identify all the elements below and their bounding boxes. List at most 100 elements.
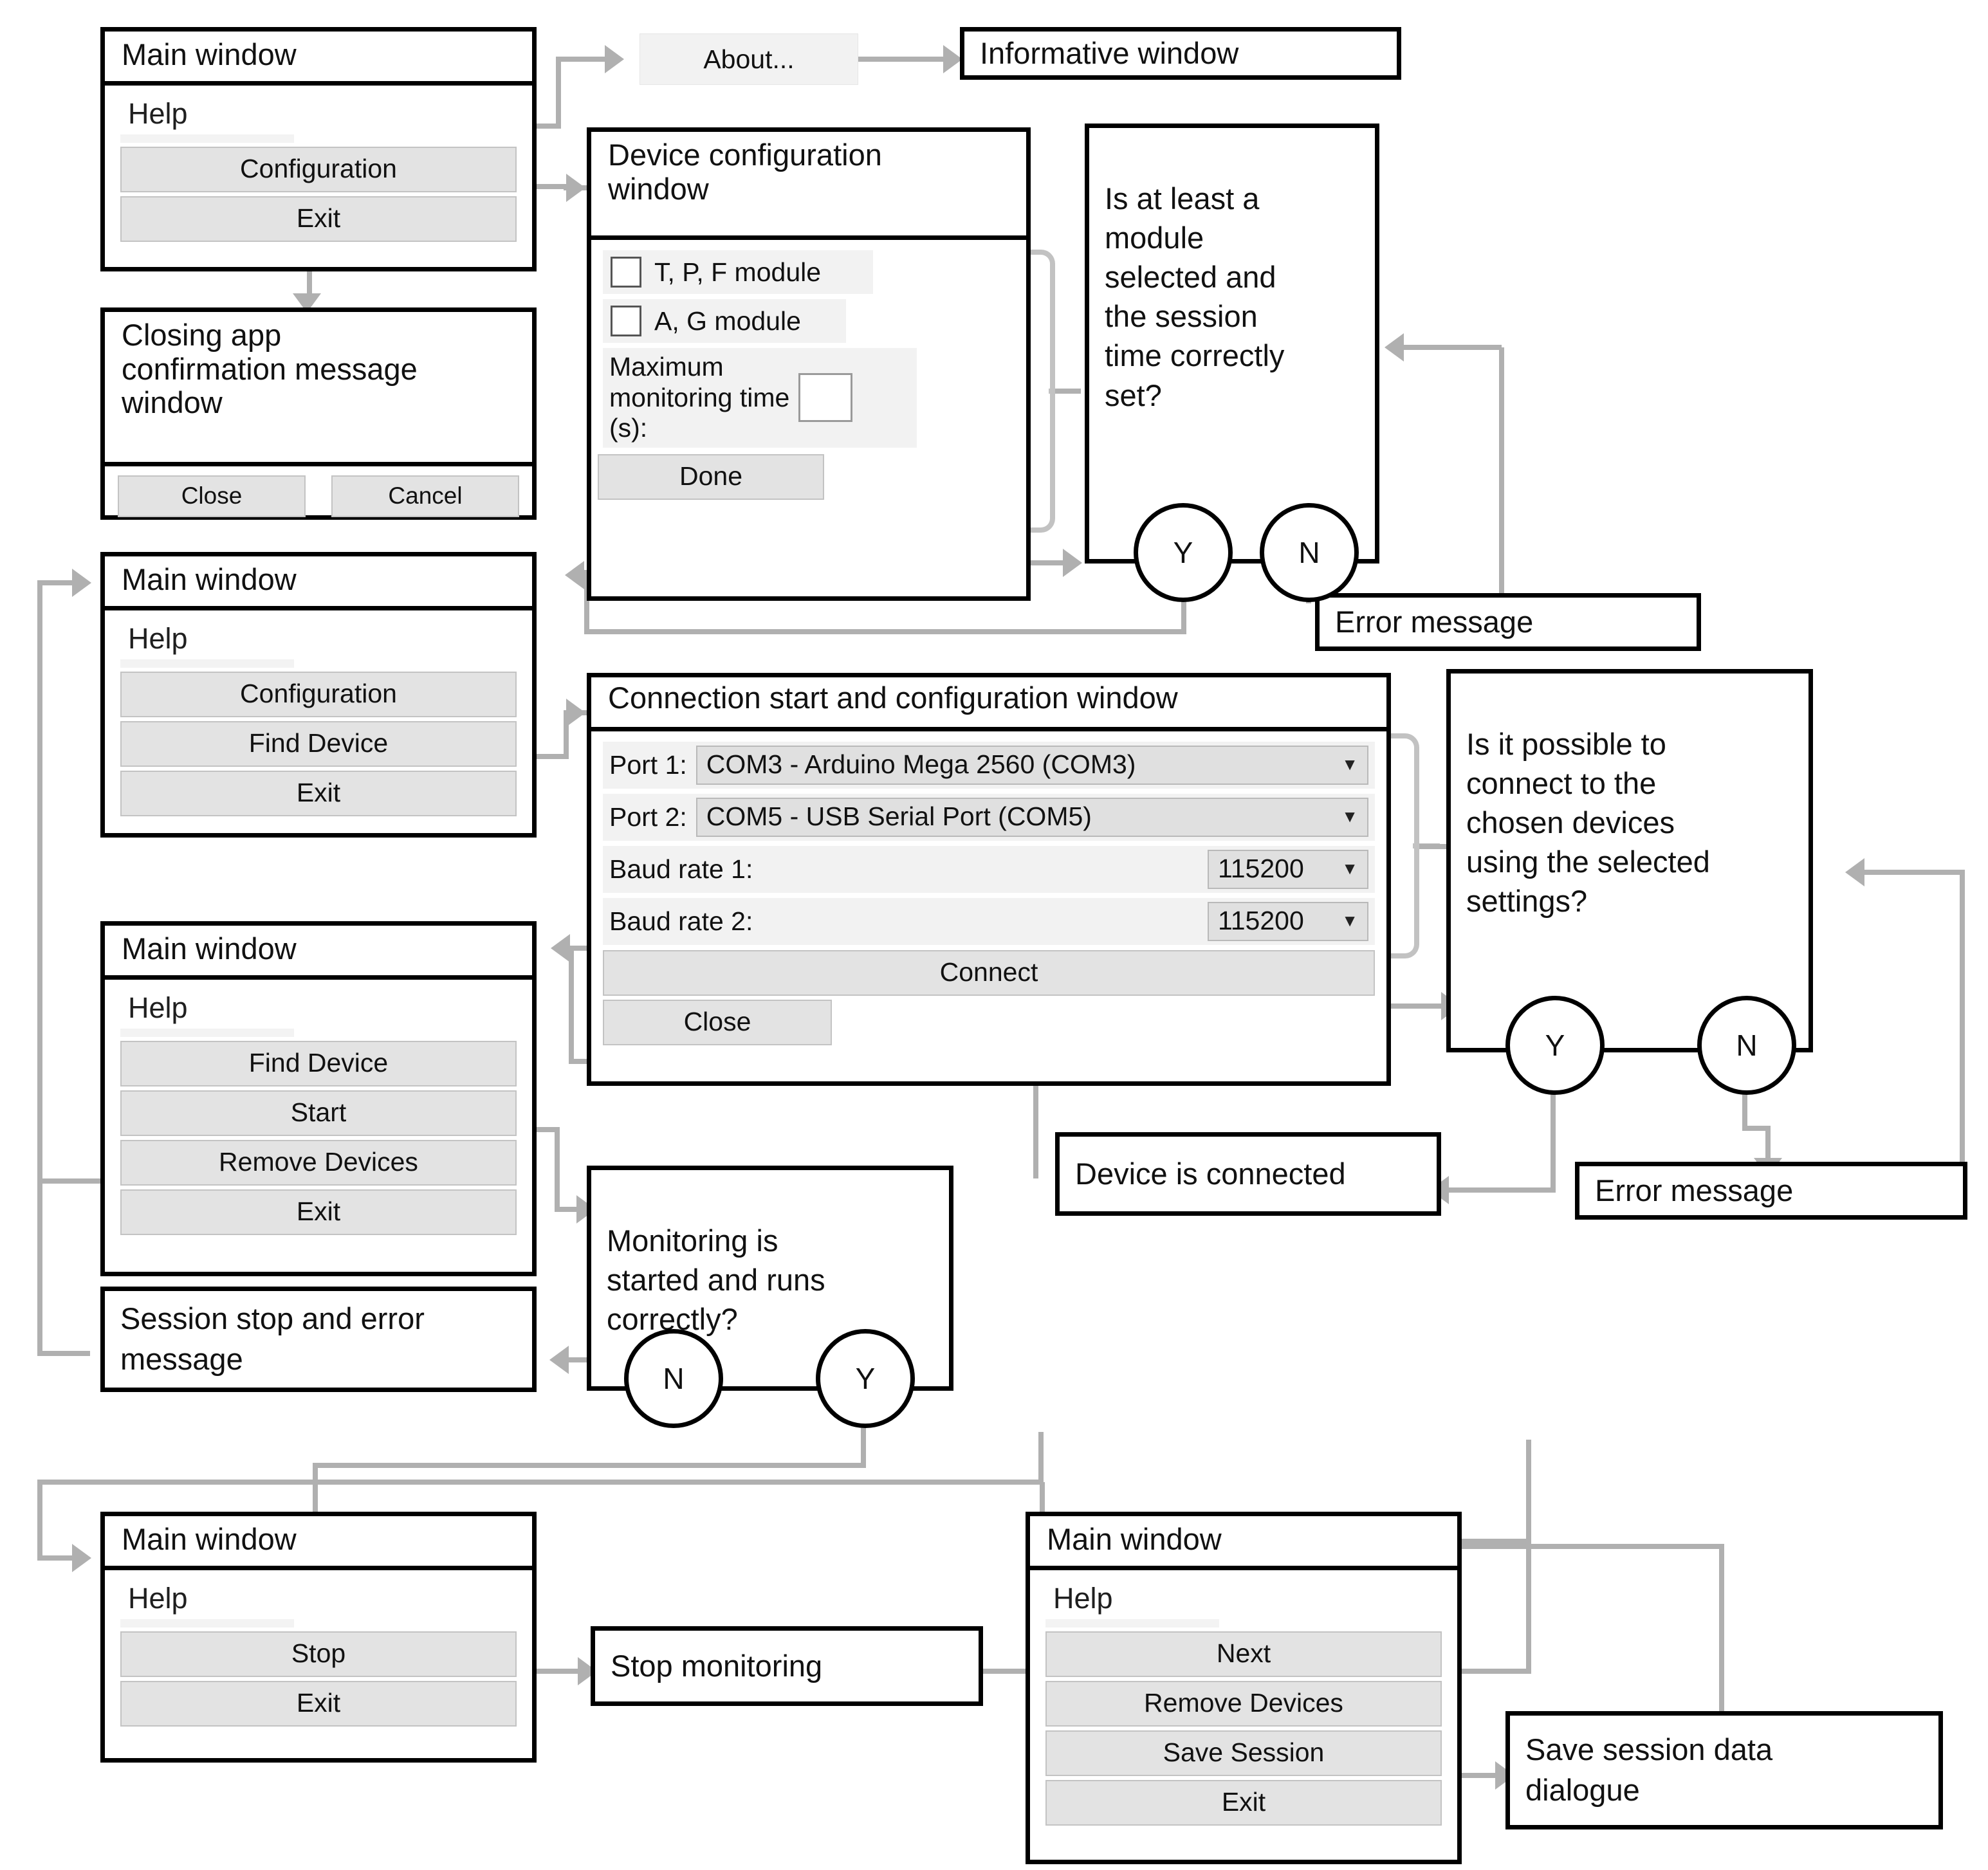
connector-error2-loop-h <box>1864 870 1962 875</box>
checkbox-label-ag-module: A, G module <box>654 306 801 336</box>
label-baud1: Baud rate 1: <box>609 854 753 884</box>
button-remove-devices-3[interactable]: Remove Devices <box>120 1139 517 1186</box>
button-save-session-5[interactable]: Save Session <box>1045 1730 1442 1776</box>
checkbox-row-ag-module[interactable]: A, G module <box>603 299 846 343</box>
chevron-down-icon: ▼ <box>1341 807 1358 826</box>
button-configuration-2[interactable]: Configuration <box>120 671 517 717</box>
main-window-2-title: Main window <box>105 556 532 610</box>
connector-decision2-y-h <box>1448 1187 1556 1193</box>
chevron-down-icon: ▼ <box>1341 755 1358 774</box>
decision-module-selected: Is at least a module selected and the se… <box>1085 124 1379 564</box>
main-window-2: Main window Help Configuration Find Devi… <box>100 552 537 838</box>
group-bracket-connection <box>1390 733 1440 958</box>
connection-window-title: Connection start and configuration windo… <box>591 677 1386 731</box>
select-baud1[interactable]: 115200 ▼ <box>1208 850 1368 889</box>
decision-module-selected-text: Is at least a module selected and the se… <box>1105 181 1285 412</box>
button-connect[interactable]: Connect <box>603 950 1375 996</box>
connector-monitoring-n-v2 <box>569 1357 574 1362</box>
button-find-device-3[interactable]: Find Device <box>120 1040 517 1086</box>
connector-connected-to-close-v <box>1033 1061 1038 1178</box>
arrowhead-left-rail-to-mw2 <box>72 569 91 597</box>
label-port2: Port 2: <box>609 802 687 832</box>
select-port2[interactable]: COM5 - USB Serial Port (COM5) ▼ <box>695 798 1368 837</box>
select-baud1-value: 115200 <box>1218 854 1304 883</box>
button-exit-5[interactable]: Exit <box>1045 1779 1442 1826</box>
button-configuration-1[interactable]: Configuration <box>120 146 517 192</box>
connector-exit-to-closing <box>307 257 312 297</box>
button-close-confirmation[interactable]: Close <box>118 475 306 517</box>
menu-help-1[interactable]: Help <box>128 96 188 130</box>
select-port1[interactable]: COM3 - Arduino Mega 2560 (COM3) ▼ <box>695 746 1368 785</box>
button-exit-1[interactable]: Exit <box>120 196 517 242</box>
menu-help-2[interactable]: Help <box>128 621 188 655</box>
connection-configuration-window: Connection start and configuration windo… <box>587 673 1391 1086</box>
menu-help-5[interactable]: Help <box>1053 1581 1113 1615</box>
menu-item-about[interactable]: About... <box>640 33 858 85</box>
device-configuration-title: Device configuration window <box>591 132 1026 240</box>
menu-underline-5 <box>1045 1618 1219 1627</box>
decision-monitoring-yes[interactable]: Y <box>816 1329 915 1428</box>
button-remove-devices-5[interactable]: Remove Devices <box>1045 1680 1442 1727</box>
connector-finddevice-to-connection-v <box>564 710 569 756</box>
arrowhead-to-about <box>605 45 624 73</box>
label-baud2: Baud rate 2: <box>609 906 753 936</box>
connector-next-loop-h2 <box>1462 1539 1529 1544</box>
decision-can-connect-text: Is it possible to connect to the chosen … <box>1466 727 1710 919</box>
connector-about-to-informative <box>857 57 947 62</box>
button-cancel-confirmation[interactable]: Cancel <box>331 475 519 517</box>
menu-underline-4 <box>120 1618 294 1627</box>
checkbox-tpf-module[interactable] <box>611 257 641 288</box>
arrowhead-bottom-rail-to-mw4 <box>72 1544 91 1572</box>
connector-stopmonitoring-rail-h <box>983 1669 1045 1674</box>
connector-start-to-monitoring-v <box>555 1127 560 1209</box>
menu-help-3[interactable]: Help <box>128 991 188 1024</box>
checkbox-ag-module[interactable] <box>611 306 641 336</box>
connector-help-to-about-h2 <box>556 57 607 62</box>
button-exit-3[interactable]: Exit <box>120 1189 517 1235</box>
button-done[interactable]: Done <box>598 454 824 500</box>
decision-can-connect-no[interactable]: N <box>1697 996 1796 1095</box>
closing-confirmation-title: Closing app confirmation message window <box>105 312 532 466</box>
menu-help-4[interactable]: Help <box>128 1581 188 1615</box>
connector-start-to-monitoring <box>529 1127 558 1132</box>
decision-module-selected-yes[interactable]: Y <box>1134 503 1233 602</box>
connector-start-to-monitoring-h2 <box>555 1207 580 1212</box>
button-start-3[interactable]: Start <box>120 1090 517 1136</box>
select-baud2[interactable]: 115200 ▼ <box>1208 902 1368 941</box>
connector-error2-loop-v <box>1960 870 1965 1204</box>
connector-session-stop-rail-v <box>37 580 42 1355</box>
button-close-connection[interactable]: Close <box>603 1000 832 1045</box>
node-device-is-connected: Device is connected <box>1055 1132 1441 1216</box>
connector-decision1-y-up <box>584 570 589 632</box>
node-informative-window: Informative window <box>960 27 1401 80</box>
input-max-monitoring-time[interactable] <box>798 373 853 423</box>
button-find-device-2[interactable]: Find Device <box>120 720 517 767</box>
button-next-5[interactable]: Next <box>1045 1631 1442 1677</box>
connector-monitoring-y-v2 <box>313 1463 318 1532</box>
decision-can-connect-yes[interactable]: Y <box>1505 996 1605 1095</box>
button-exit-2[interactable]: Exit <box>120 770 517 816</box>
field-row-port1: Port 1: COM3 - Arduino Mega 2560 (COM3) … <box>603 742 1375 789</box>
decision-monitoring-no[interactable]: N <box>624 1329 723 1428</box>
field-row-port2: Port 2: COM5 - USB Serial Port (COM5) ▼ <box>603 794 1375 841</box>
chevron-down-icon: ▼ <box>1341 911 1358 930</box>
connector-bottom-rail-top <box>37 1480 1041 1485</box>
connector-dialogue-back-v <box>1719 1544 1724 1718</box>
connector-error1-loop-h <box>1404 345 1502 350</box>
decision-module-selected-no[interactable]: N <box>1260 503 1359 602</box>
button-exit-4[interactable]: Exit <box>120 1680 517 1727</box>
button-stop-4[interactable]: Stop <box>120 1631 517 1677</box>
connector-devicecfg-bracket-to-decision <box>1055 389 1081 394</box>
closing-confirmation-window: Closing app confirmation message window … <box>100 307 537 520</box>
checkbox-row-tpf-module[interactable]: T, P, F module <box>603 250 873 294</box>
select-baud2-value: 115200 <box>1218 906 1304 935</box>
field-row-max-monitoring-time: Maximum monitoring time (s): <box>603 348 917 448</box>
connector-error1-loop-v <box>1499 347 1504 598</box>
arrowhead-decision1-y-to-mw2 <box>565 561 584 589</box>
connector-bottom-rail-in <box>37 1555 76 1561</box>
node-session-stop-error: Session stop and error message <box>100 1287 537 1392</box>
main-window-1: Main window Help Configuration Exit <box>100 27 537 271</box>
select-port2-value: COM5 - USB Serial Port (COM5) <box>706 802 1092 831</box>
arrowhead-to-informative <box>943 45 962 73</box>
